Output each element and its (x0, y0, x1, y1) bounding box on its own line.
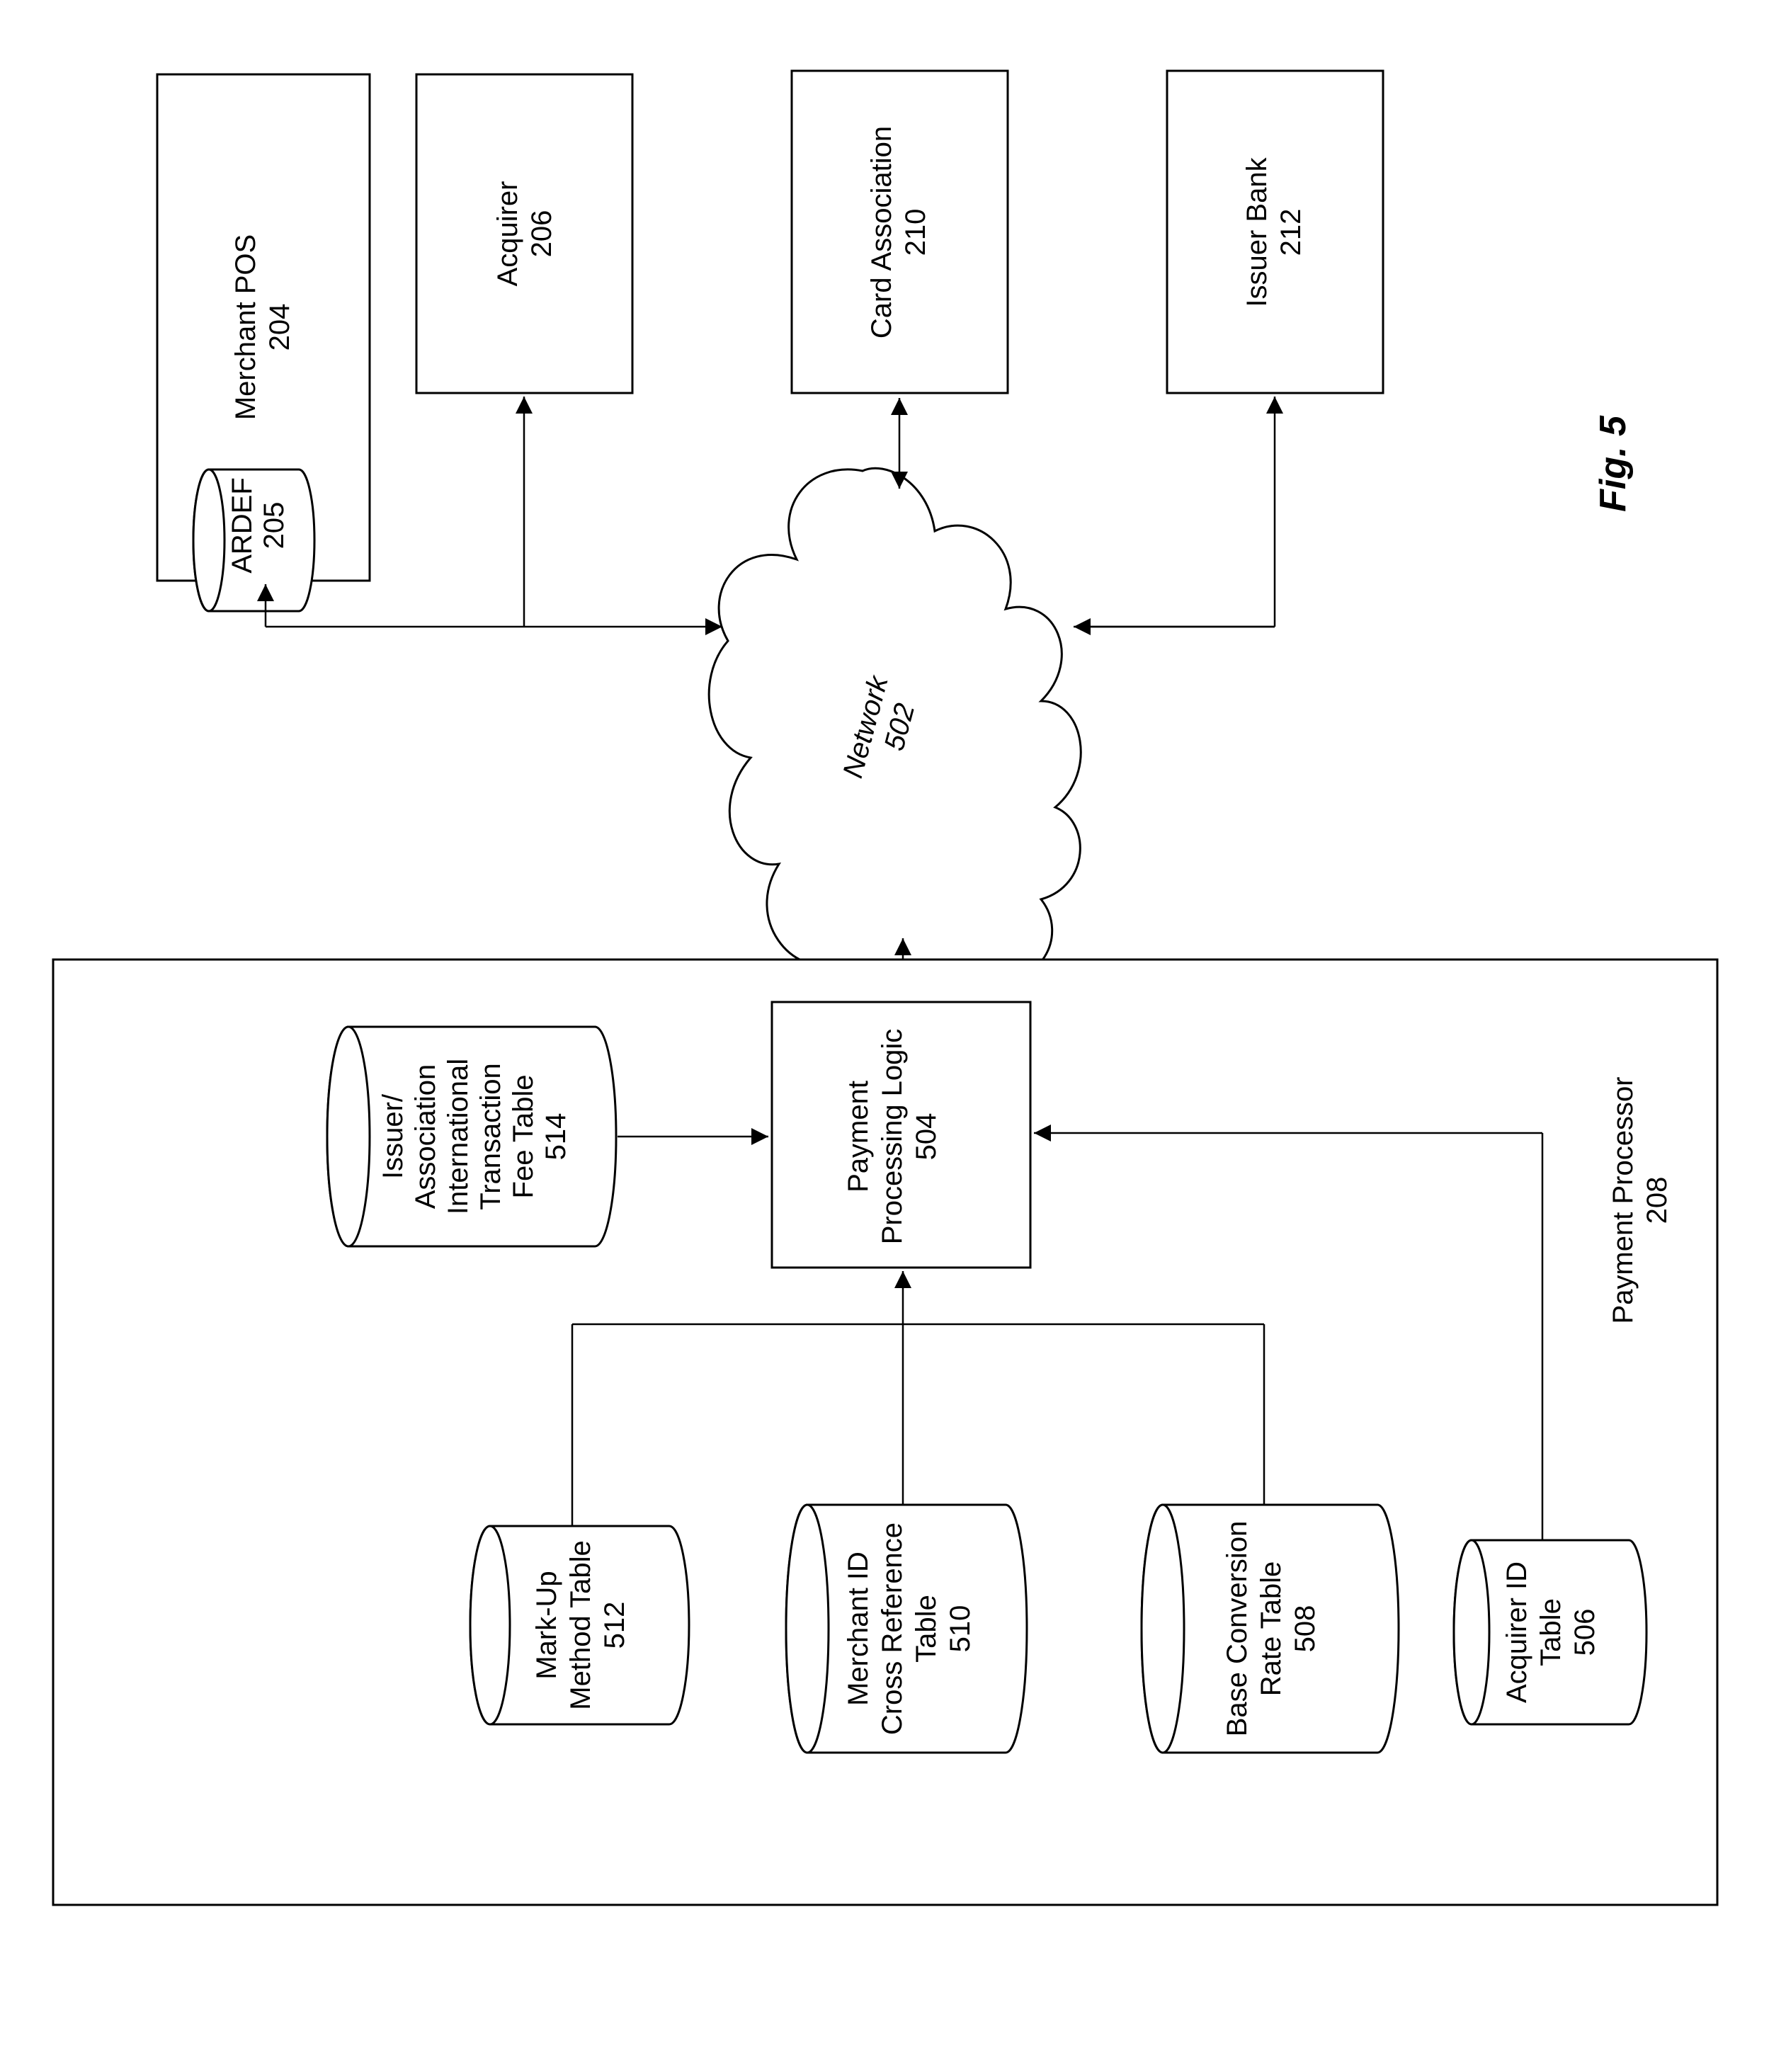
mid-ref: 510 (945, 1605, 976, 1653)
mid-line2: Cross Reference (877, 1522, 908, 1735)
base-ref: 508 (1290, 1605, 1321, 1653)
markup-line2: Method Table (565, 1540, 596, 1709)
fee-line3: International (443, 1059, 474, 1214)
acqid-line1: Acquirer ID (1501, 1561, 1532, 1703)
markup-table-database: Mark-Up Method Table 512 (470, 1526, 689, 1724)
ppl-ref: 504 (911, 1113, 942, 1161)
mid-line3: Table (911, 1595, 942, 1663)
acquirer-ref: 206 (526, 210, 557, 258)
acquirer-id-table-database: Acquirer ID Table 506 (1454, 1540, 1646, 1724)
fee-line2: Association (410, 1064, 441, 1209)
issuer-bank-name: Issuer Bank (1241, 156, 1273, 307)
payment-processor-name: Payment Processor (1608, 1076, 1639, 1324)
payment-processor-ref: 208 (1642, 1177, 1673, 1224)
mid-line1: Merchant ID (843, 1552, 874, 1706)
card-association-ref: 210 (900, 209, 931, 256)
figure-label: Fig. 5 (1593, 415, 1634, 512)
fee-line5: Fee Table (508, 1075, 539, 1199)
acquirer-box: Acquirer 206 (416, 74, 632, 393)
issuer-bank-box: Issuer Bank 212 (1167, 71, 1383, 393)
fee-line1: Issuer/ (377, 1093, 409, 1179)
markup-ref: 512 (599, 1602, 630, 1649)
ardef-ref: 205 (258, 502, 290, 550)
card-association-name: Card Association (866, 126, 897, 338)
base-line1: Base Conversion (1222, 1521, 1253, 1737)
fee-line4: Transaction (475, 1063, 506, 1210)
card-association-box: Card Association 210 (792, 71, 1008, 393)
payment-processing-logic-box: Payment Processing Logic 504 (772, 1002, 1030, 1268)
markup-line1: Mark-Up (531, 1571, 562, 1679)
merchant-id-table-database: Merchant ID Cross Reference Table 510 (786, 1505, 1027, 1753)
merchant-pos-ref: 204 (264, 304, 295, 351)
network-cloud: Network 502 (709, 468, 1081, 1039)
issuer-bank-ref: 212 (1275, 209, 1307, 256)
acquirer-name: Acquirer (492, 181, 523, 287)
ardef-name: ARDEF (227, 477, 258, 574)
ppl-line2: Processing Logic (877, 1029, 908, 1245)
merchant-pos-name: Merchant POS (230, 234, 261, 420)
base-line2: Rate Table (1256, 1561, 1287, 1697)
ppl-line1: Payment (843, 1081, 874, 1192)
acqid-line2: Table (1535, 1598, 1566, 1666)
ardef-database: ARDEF 205 (193, 469, 314, 611)
acqid-ref: 506 (1569, 1609, 1600, 1656)
fee-table-database: Issuer/ Association International Transa… (327, 1027, 616, 1246)
fee-ref: 514 (540, 1113, 571, 1161)
base-rate-table-database: Base Conversion Rate Table 508 (1142, 1505, 1399, 1753)
